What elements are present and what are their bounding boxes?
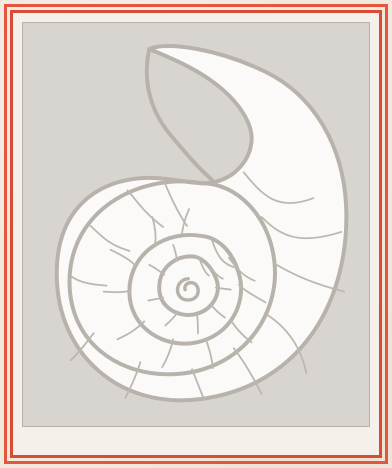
illustration-panel [22,22,370,427]
nautilus-shell-outline [57,46,347,400]
nautilus-shell-svg [23,23,369,426]
